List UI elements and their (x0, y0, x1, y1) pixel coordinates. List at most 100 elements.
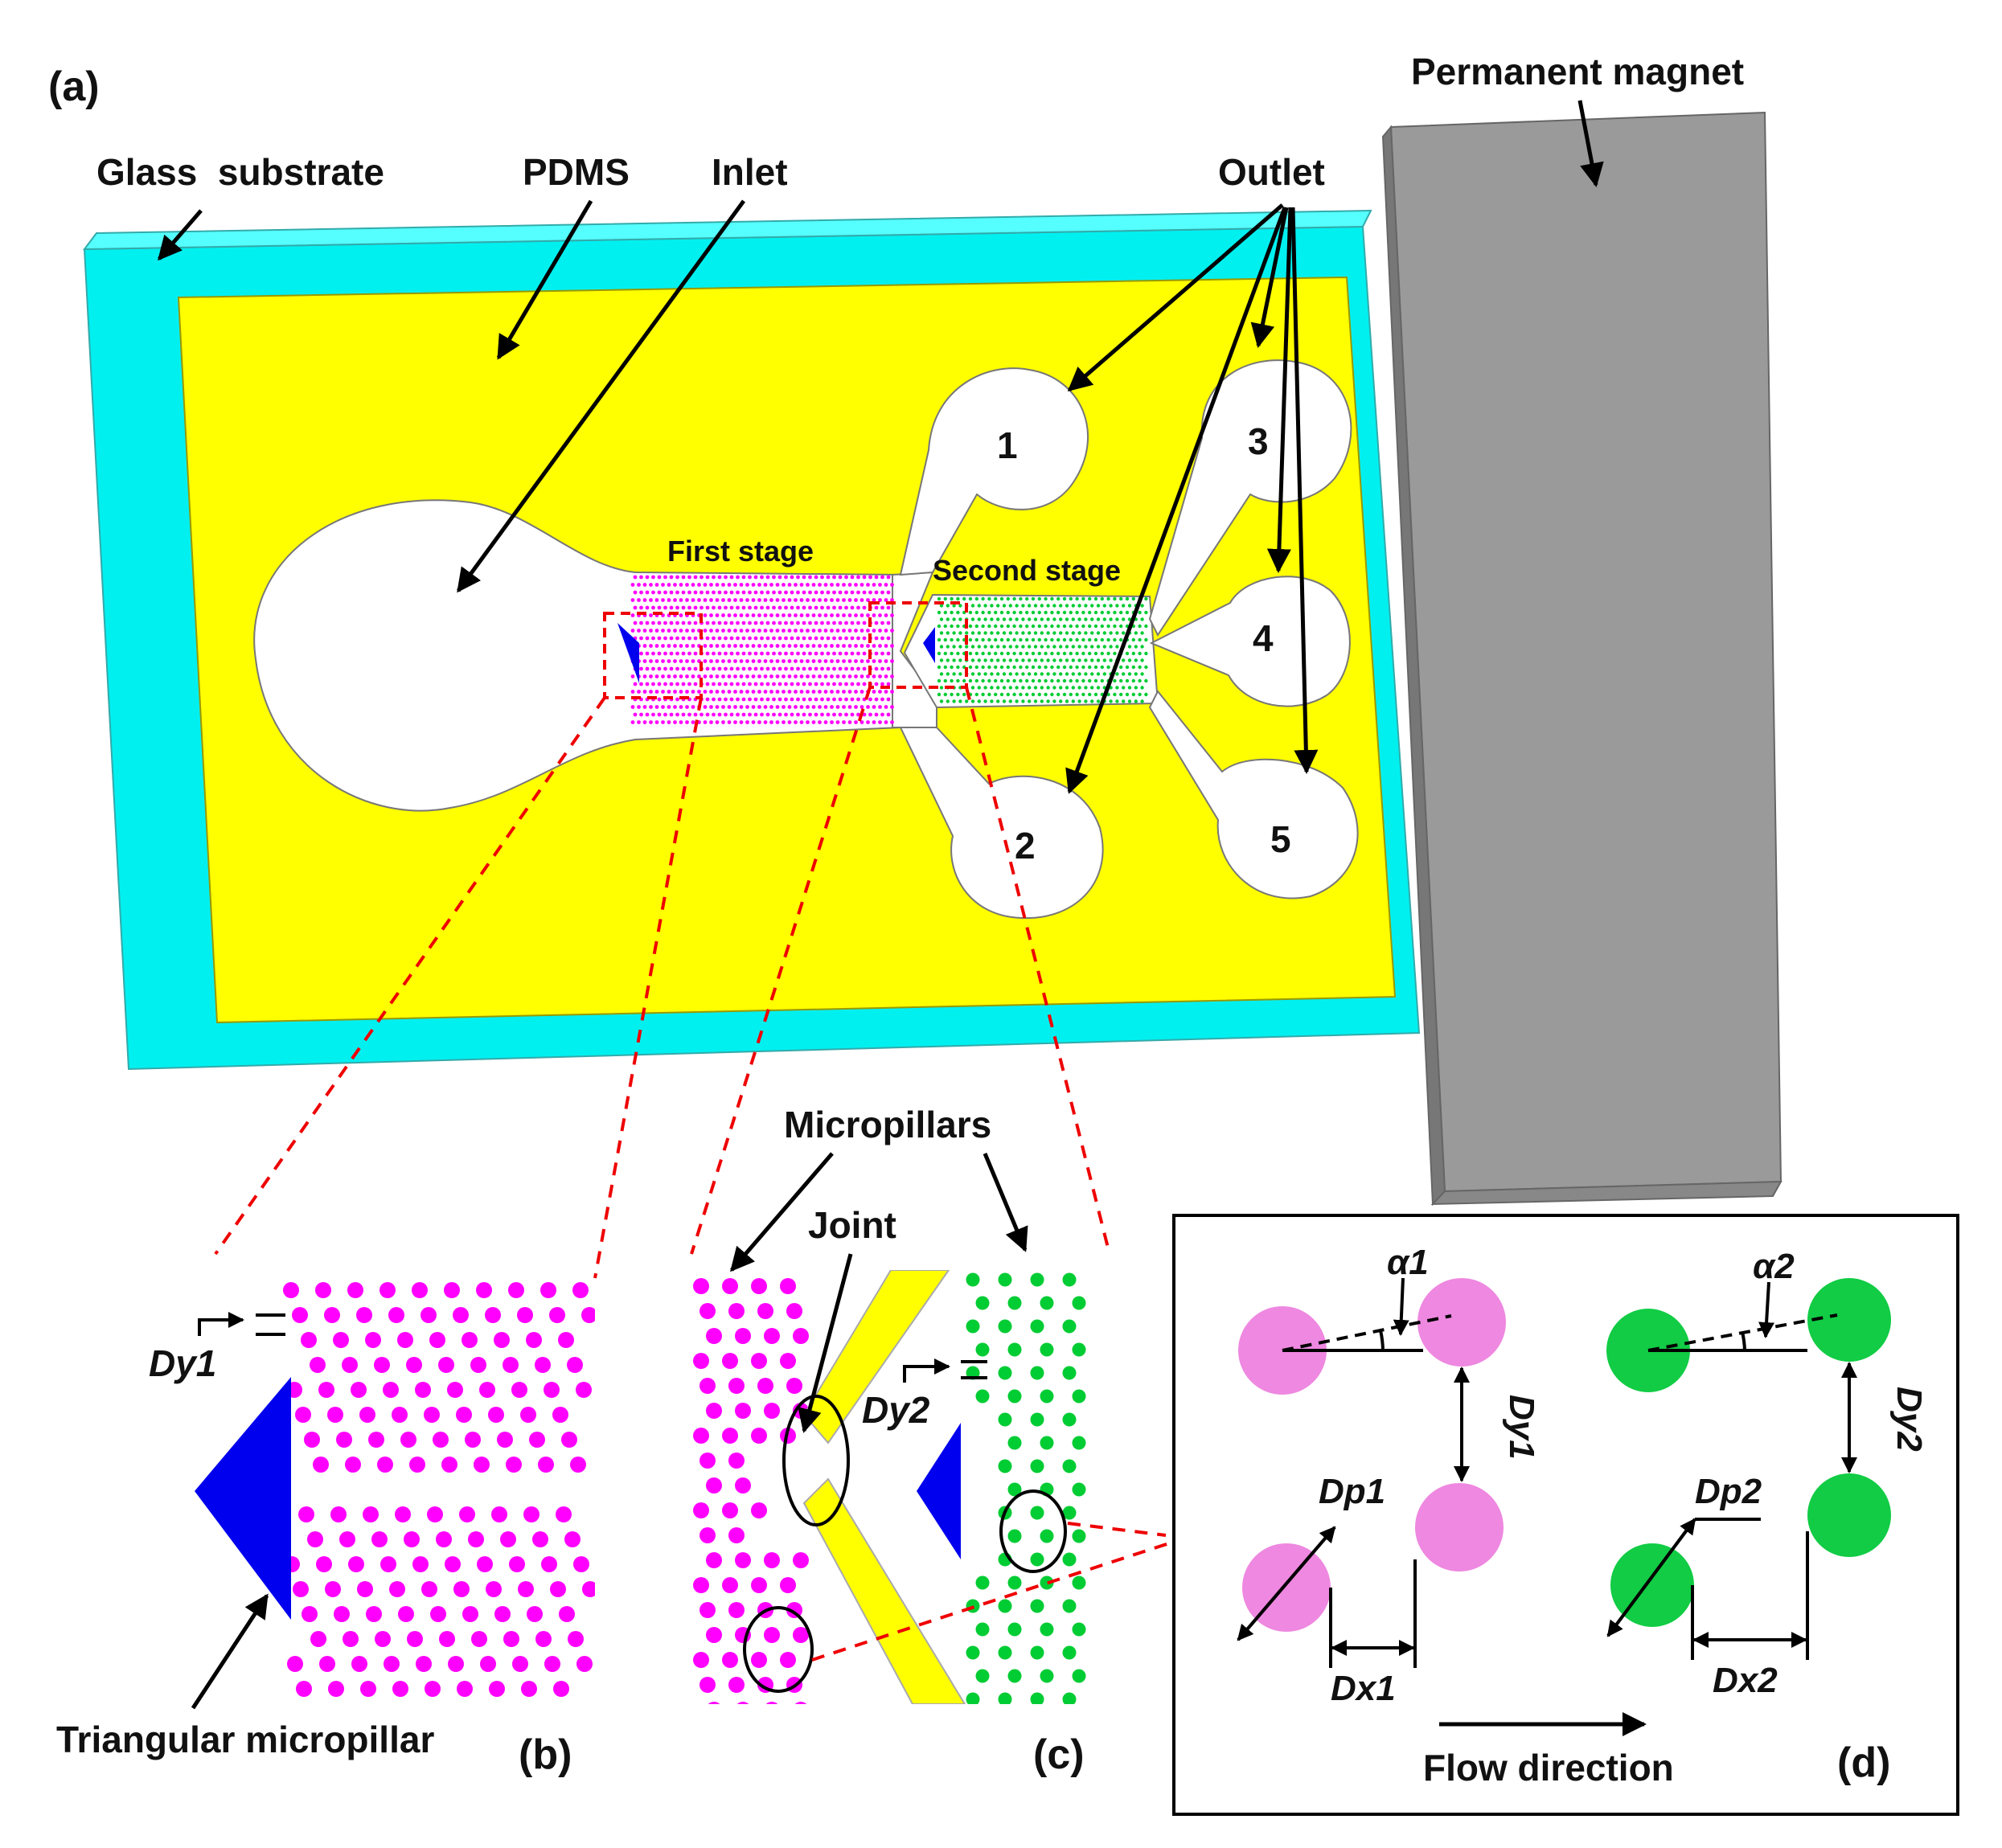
micropillar (775, 629, 780, 633)
micropillar (965, 699, 969, 703)
joint-circle (782, 1395, 850, 1526)
micropillar (757, 598, 761, 602)
micropillar (970, 699, 975, 703)
micropillar (983, 672, 987, 676)
triangular-micropillar-c (917, 1423, 961, 1559)
micropillar (556, 1506, 572, 1522)
micropillar (823, 583, 828, 587)
permanent-magnet-bottom (1430, 1180, 1783, 1206)
micropillar (1040, 1389, 1054, 1403)
micropillar (1093, 665, 1098, 670)
micropillar (782, 644, 786, 648)
micropillar (706, 1477, 722, 1494)
micropillar (1090, 658, 1094, 662)
micropillar (345, 1457, 361, 1473)
micropillar (296, 1681, 312, 1697)
micropillar (642, 629, 647, 633)
micropillar (775, 690, 780, 694)
micropillar (722, 1502, 738, 1518)
micropillar (693, 682, 698, 686)
micropillar (325, 1581, 341, 1597)
micropillar (996, 645, 1000, 649)
micropillar (328, 1681, 344, 1697)
micropillar (383, 1382, 399, 1398)
micropillar (790, 712, 794, 717)
micropillar (453, 1581, 470, 1597)
micropillar (884, 598, 888, 602)
micropillar (1077, 658, 1081, 662)
micropillar (685, 583, 689, 587)
micropillar (1138, 692, 1142, 697)
micropillar (862, 605, 867, 610)
micropillar (724, 590, 728, 595)
micropillar (728, 1453, 745, 1469)
micropillar (806, 598, 810, 602)
micropillar (657, 636, 662, 641)
micropillar (763, 583, 768, 587)
micropillar (777, 697, 782, 702)
micropillar (733, 705, 737, 709)
micropillar (950, 665, 954, 670)
micropillar (780, 1577, 796, 1593)
micropillar (765, 575, 770, 580)
micropillar (667, 690, 671, 694)
micropillar (681, 621, 686, 625)
micropillar (826, 682, 831, 686)
micropillar (802, 712, 806, 717)
micropillar (645, 636, 650, 641)
micropillar (977, 658, 982, 662)
micropillar (1015, 686, 1019, 690)
micropillar (508, 1282, 524, 1298)
micropillar (503, 1357, 519, 1373)
micropillar (751, 1577, 767, 1593)
micropillar (717, 605, 722, 610)
micropillar (977, 631, 982, 635)
micropillar (757, 1378, 773, 1394)
micropillar (826, 605, 831, 610)
detail-guides (811, 1522, 1175, 1662)
micropillar (392, 1407, 408, 1423)
micropillar (866, 598, 870, 602)
micropillar (784, 575, 788, 580)
micropillar (1012, 596, 1016, 601)
micropillar (970, 604, 975, 608)
micropillar (712, 682, 716, 686)
micropillar (687, 575, 691, 580)
micropillar (400, 1432, 416, 1448)
micropillar (872, 644, 876, 648)
micropillar (351, 1656, 367, 1672)
micropillar (1062, 1272, 1077, 1287)
micropillar (470, 1357, 486, 1373)
micropillar (968, 610, 973, 615)
micropillar (884, 613, 888, 617)
micropillar (661, 705, 665, 709)
micropillar (1073, 1716, 1086, 1730)
micropillar (975, 1296, 990, 1310)
micropillar (1007, 1389, 1022, 1403)
micropillar (709, 583, 713, 587)
outlet-4-reservoir (1149, 576, 1351, 707)
micropillar (937, 692, 942, 697)
micropillar (777, 621, 782, 625)
micropillar (1008, 645, 1013, 649)
micropillar (425, 1681, 441, 1697)
micropillar (645, 590, 650, 595)
panel-c-label: (c) (1033, 1731, 1085, 1778)
micropillar (1040, 672, 1044, 676)
micropillar (1062, 1319, 1077, 1334)
micropillar (787, 705, 792, 709)
micropillar (699, 605, 704, 610)
micropillar (657, 621, 662, 625)
micropillar (842, 720, 846, 724)
micropillar (939, 631, 944, 635)
micropillar (552, 1407, 568, 1423)
micropillar (937, 678, 942, 683)
micropillar (1062, 596, 1067, 601)
micropillar (687, 682, 691, 686)
micropillar (769, 705, 773, 709)
micropillar (1072, 1342, 1086, 1357)
micropillar (760, 575, 764, 580)
micropillar (1081, 678, 1085, 683)
micropillar (946, 699, 950, 703)
micropillar (784, 682, 788, 686)
